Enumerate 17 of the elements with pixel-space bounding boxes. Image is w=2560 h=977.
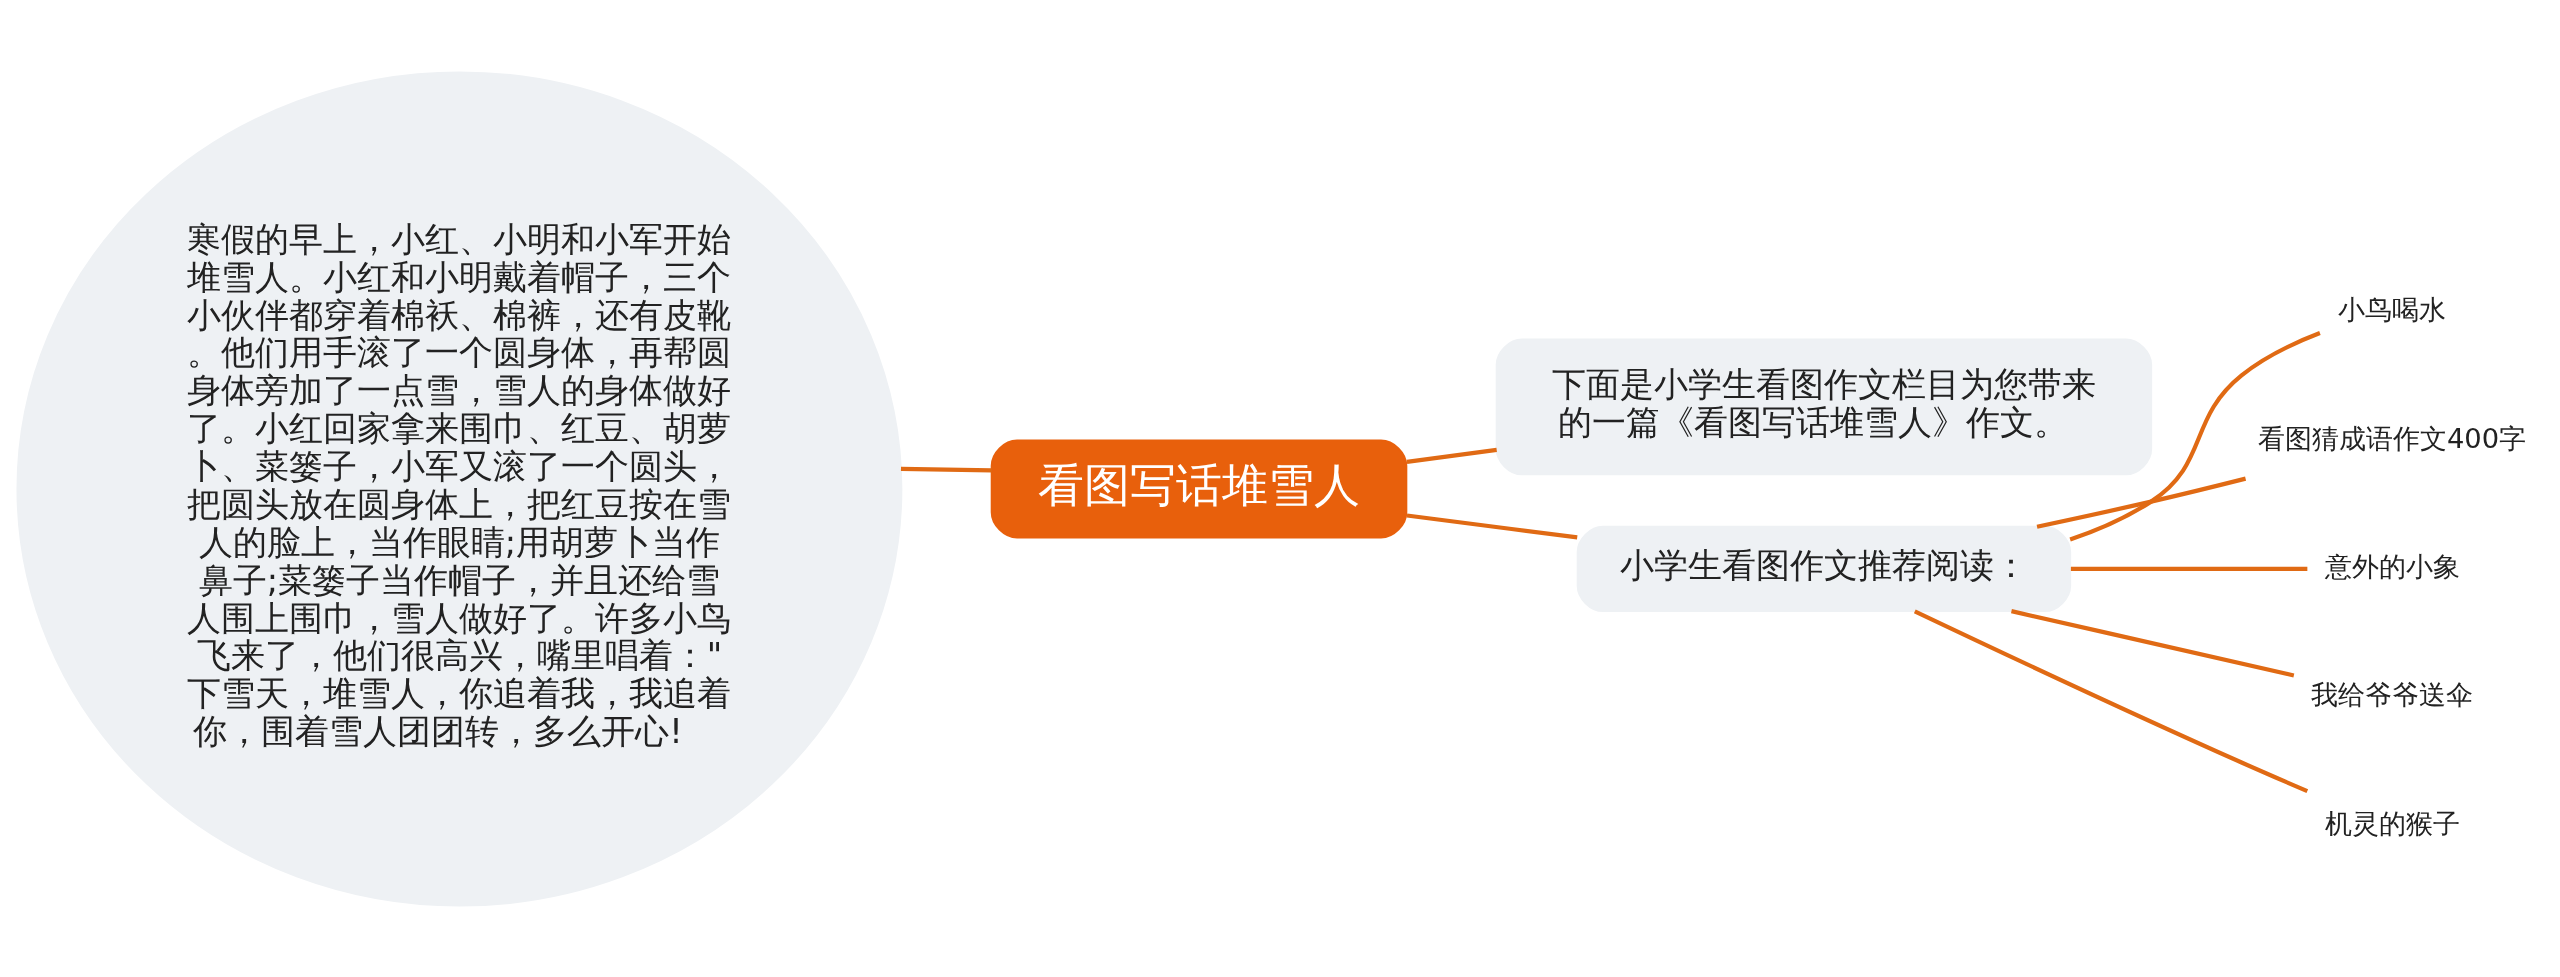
node-text: 看图猜成语作文400字 [2257,422,2527,454]
connector [1913,608,2309,793]
node-box: 下面是小学生看图作文栏目为您带来的一篇《看图写话堆雪人》作文。 [1495,338,2153,475]
connector [900,466,992,472]
connector [1406,447,1497,464]
connector [2070,566,2308,571]
connector [2069,330,2321,541]
node-box: 小学生看图作文推荐阅读： [1576,525,2072,612]
node-circle: 寒假的早上，小红、小明和小军开始堆雪人。小红和小明戴着帽子，三个小伙伴都穿着棉袄、棉裤，还有皮靴。他们用手滚了一个圆身体，再帮圆身体旁加了一点雪，雪人的身体做好了。小红回家拿来围巾、红豆、胡萝卜、菜篓子，小军又滚了一个圆头，把圆头放在圆身体上，把红豆按在雪人的脸上，当作眼睛;用胡萝卜当作鼻子;菜篓子当作帽子，并且还给雪人围上围巾，雪人做好了。许多小鸟飞来了，他们很高兴，嘴里唱着："下雪天，堆雪人，你追着我，我追着你，围着雪人团团转，多么开心! [16,70,903,907]
node-text: 机灵的猴子 [2324,807,2460,839]
connector [1406,512,1578,540]
node-text: 我给爷爷送伞 [2311,678,2474,710]
node-text: 意外的小象 [2324,550,2460,582]
node-text: 小鸟喝水 [2338,293,2447,325]
connector [2036,476,2247,529]
connector [2011,608,2295,677]
node-box: 看图写话堆雪人 [990,439,1408,538]
